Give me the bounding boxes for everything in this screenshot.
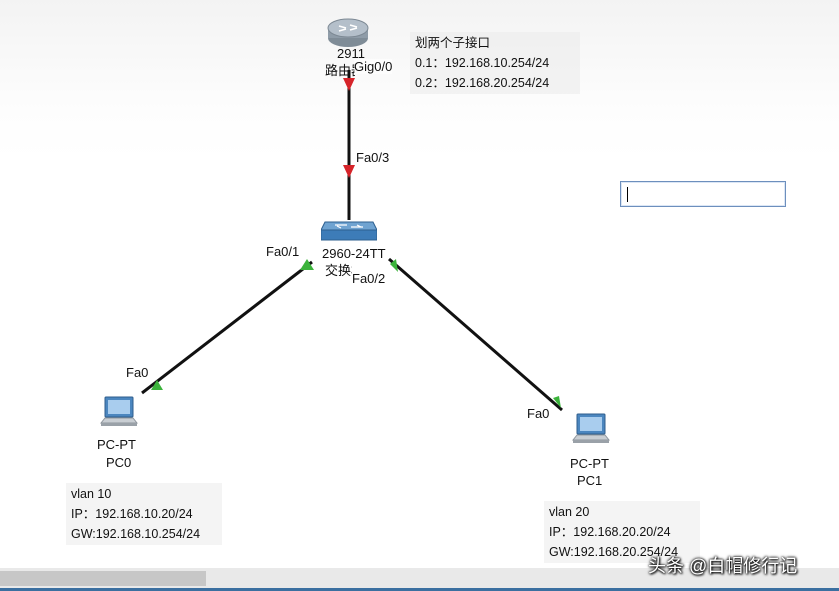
watermark: 头条 @白帽修行记	[648, 556, 798, 576]
link-status-down-switch-end	[343, 165, 355, 178]
pc0-port-label: Fa0	[126, 365, 149, 380]
canvas-note-input[interactable]	[620, 181, 786, 207]
pc1-type-label: PC-PT	[570, 456, 609, 471]
switch-model-label: 2960-24TT	[322, 246, 386, 261]
pc1-note-line-1: vlan 20	[549, 505, 590, 519]
link-status-down-router-end	[343, 78, 355, 91]
pc1-device[interactable]	[571, 412, 611, 446]
pc0-note: vlan 10 IP：192.168.10.20/24 GW:192.168.1…	[66, 483, 222, 545]
topology-workspace[interactable]: 2911 路由器 Gig0/0 划两个子接口 0.1：192.168.10.25…	[0, 0, 839, 568]
link-status-up-pc0	[151, 380, 163, 390]
switch-icon	[320, 221, 378, 241]
horizontal-scrollbar[interactable]	[0, 568, 839, 588]
switch-uplink-port-label: Fa0/3	[356, 150, 390, 165]
pc1-port-label: Fa0	[527, 406, 550, 421]
pc0-device[interactable]	[99, 395, 139, 429]
pc-icon	[571, 413, 611, 443]
router-device[interactable]	[326, 14, 370, 50]
pc0-note-line-2: IP：192.168.10.20/24	[71, 507, 193, 521]
switch-device[interactable]	[320, 216, 378, 242]
pc1-name-label: PC1	[577, 473, 603, 488]
router-name-label: 路由器	[325, 63, 355, 78]
link-status-up-pc1	[553, 396, 561, 408]
router-note-line-1: 划两个子接口	[415, 36, 491, 50]
link-status-up-switch-fa02	[390, 259, 398, 272]
topology-links	[141, 70, 563, 412]
link-status-up-switch-fa01	[300, 259, 314, 270]
pc1-note-line-3: GW:192.168.20.254/24	[549, 545, 679, 559]
pc0-note-line-1: vlan 10	[71, 487, 112, 501]
text-caret	[627, 187, 628, 202]
router-note-line-2: 0.1：192.168.10.254/24	[415, 56, 550, 70]
router-note: 划两个子接口 0.1：192.168.10.254/24 0.2：192.168…	[410, 32, 580, 94]
switch-fa01-port-label: Fa0/1	[266, 244, 300, 259]
link-switch-pc0[interactable]	[141, 260, 313, 395]
pc-icon	[99, 396, 139, 426]
bottom-border	[0, 588, 839, 591]
pc1-note-line-2: IP：192.168.20.20/24	[549, 525, 671, 539]
pc0-name-label: PC0	[106, 455, 132, 470]
switch-name-label: 交换机	[325, 263, 352, 278]
router-icon	[327, 18, 369, 47]
router-note-line-3: 0.2：192.168.20.254/24	[415, 76, 550, 90]
horizontal-scrollbar-thumb[interactable]	[0, 571, 206, 586]
pc1-note: vlan 20 IP：192.168.20.20/24 GW:192.168.2…	[544, 501, 700, 563]
router-port-label: Gig0/0	[354, 59, 393, 74]
pc0-note-line-3: GW:192.168.10.254/24	[71, 527, 201, 541]
router-model-label: 2911	[337, 46, 365, 61]
switch-fa02-port-label: Fa0/2	[352, 271, 386, 286]
link-switch-pc1[interactable]	[388, 257, 563, 412]
pc0-type-label: PC-PT	[97, 437, 136, 452]
